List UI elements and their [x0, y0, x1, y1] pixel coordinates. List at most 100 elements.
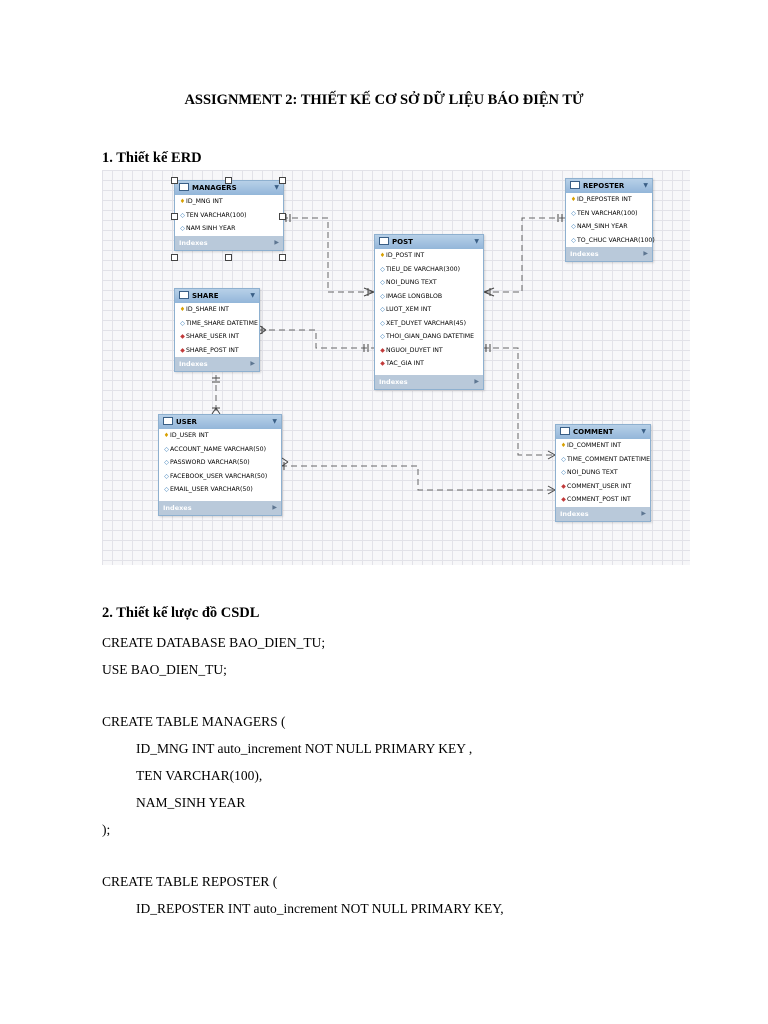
selection-handle[interactable] — [279, 254, 286, 261]
code-line: ); — [102, 822, 111, 837]
erd-column: ◇PASSWORD VARCHAR(50) — [159, 456, 281, 470]
code-line: USE BAO_DIEN_TU; — [102, 662, 227, 677]
column-icon: ◇ — [380, 333, 385, 340]
indexes-bar[interactable]: Indexes▶ — [375, 374, 483, 389]
erd-column: ◇LUOT_XEM INT — [375, 303, 483, 317]
erd-table-user[interactable]: USER▼ ♦ID_USER INT ◇ACCOUNT_NAME VARCHAR… — [158, 414, 282, 516]
erd-column: ♦ID_COMMENT INT — [556, 439, 650, 453]
indexes-bar[interactable]: Indexes▶ — [159, 500, 281, 515]
indexes-bar[interactable]: Indexes▶ — [175, 357, 259, 371]
table-icon — [163, 417, 173, 425]
erd-column: ♦ID_SHARE INT — [175, 303, 259, 317]
relation-post-comment — [483, 347, 555, 456]
code-line: CREATE TABLE REPOSTER ( — [102, 874, 278, 889]
column-icon: ◇ — [164, 486, 169, 493]
erd-column: ◆NGUOI_DUYET INT — [375, 344, 483, 358]
erd-column: ◇IMAGE LONGBLOB — [375, 290, 483, 304]
column-icon: ◇ — [164, 459, 169, 466]
erd-column: ◇FACEBOOK_USER VARCHAR(50) — [159, 470, 281, 484]
code-line: ID_MNG INT auto_increment NOT NULL PRIMA… — [136, 741, 473, 756]
selection-handle[interactable] — [225, 177, 232, 184]
column-icon: ◇ — [380, 265, 385, 273]
table-icon — [379, 237, 389, 245]
collapse-arrow-icon[interactable]: ▼ — [641, 428, 646, 435]
primary-key-icon: ♦ — [560, 442, 567, 449]
column-icon: ◇ — [180, 225, 185, 232]
erd-column: ◇NAM SINH YEAR — [175, 222, 283, 236]
erd-column: ◆SHARE_POST INT — [175, 344, 259, 358]
selection-handle[interactable] — [279, 177, 286, 184]
erd-diagram: MANAGERS▼ ♦ID_MNG INT ◇TEN VARCHAR(100) … — [102, 170, 690, 565]
primary-key-icon: ♦ — [163, 432, 170, 439]
code-line: CREATE DATABASE BAO_DIEN_TU; — [102, 635, 326, 650]
primary-key-icon: ♦ — [179, 198, 186, 205]
erd-column: ◆COMMENT_USER INT — [556, 480, 650, 494]
indexes-bar[interactable]: Indexes▶ — [175, 235, 283, 250]
primary-key-icon: ♦ — [179, 306, 186, 313]
foreign-key-icon: ◆ — [180, 333, 185, 340]
foreign-key-icon: ◆ — [380, 360, 385, 367]
erd-column: ◇THOI_GIAN_DANG DATETIME — [375, 330, 483, 344]
erd-table-header: USER▼ — [159, 415, 281, 429]
column-icon: ◇ — [164, 472, 169, 480]
column-icon: ◇ — [571, 223, 576, 230]
erd-column: ◇TIME_SHARE DATETIME — [175, 317, 259, 331]
code-line: TEN VARCHAR(100), — [136, 768, 263, 783]
section-heading-schema: 2. Thiết kế lược đồ CSDL — [102, 605, 260, 621]
primary-key-icon: ♦ — [379, 252, 386, 259]
erd-column: ◇TIME_COMMENT DATETIME — [556, 453, 650, 467]
erd-table-managers[interactable]: MANAGERS▼ ♦ID_MNG INT ◇TEN VARCHAR(100) … — [174, 180, 284, 251]
erd-column: ♦ID_REPOSTER INT — [566, 193, 652, 207]
erd-column: ♦ID_POST INT — [375, 249, 483, 263]
collapse-arrow-icon[interactable]: ▼ — [474, 238, 479, 245]
relation-reposter-post — [483, 217, 565, 293]
indexes-bar[interactable]: Indexes▶ — [556, 506, 650, 521]
collapse-arrow-icon[interactable]: ▼ — [643, 182, 648, 189]
erd-column: ♦ID_USER INT — [159, 429, 281, 443]
erd-column: ◇TEN VARCHAR(100) — [175, 209, 283, 223]
column-icon: ◇ — [571, 236, 576, 244]
erd-relationship-lines — [211, 214, 565, 495]
erd-column: ◆TAC_GIA INT — [375, 357, 483, 371]
erd-column: ◇XET_DUYET VARCHAR(45) — [375, 317, 483, 331]
primary-key-icon: ♦ — [570, 196, 577, 203]
expand-arrow-icon: ▶ — [250, 360, 255, 367]
erd-column: ◇TO_CHUC VARCHAR(100) — [566, 234, 655, 248]
column-icon: ◇ — [180, 211, 185, 219]
erd-table-share[interactable]: SHARE▼ ♦ID_SHARE INT ◇TIME_SHARE DATETIM… — [174, 288, 260, 372]
foreign-key-icon: ◆ — [180, 346, 185, 354]
indexes-bar[interactable]: Indexes▶ — [566, 247, 652, 261]
expand-arrow-icon: ▶ — [641, 509, 646, 517]
document-title: ASSIGNMENT 2: THIẾT KẾ CƠ SỞ DỮ LIỆU BÁO… — [184, 92, 584, 108]
erd-table-header: POST▼ — [375, 235, 483, 249]
erd-column: ◆COMMENT_POST INT — [556, 493, 650, 507]
code-line: NAM_SINH YEAR — [136, 795, 246, 810]
erd-table-header: MANAGERS▼ — [175, 181, 283, 195]
column-icon: ◇ — [164, 445, 169, 453]
expand-arrow-icon: ▶ — [643, 250, 648, 257]
selection-handle[interactable] — [171, 213, 178, 220]
selection-handle[interactable] — [171, 254, 178, 261]
relation-share-post — [259, 329, 374, 349]
collapse-arrow-icon[interactable]: ▼ — [272, 418, 277, 425]
erd-table-comment[interactable]: COMMENT▼ ♦ID_COMMENT INT ◇TIME_COMMENT D… — [555, 424, 651, 522]
expand-arrow-icon: ▶ — [272, 503, 277, 511]
selection-handle[interactable] — [171, 177, 178, 184]
selection-handle[interactable] — [279, 213, 286, 220]
relation-user-comment — [281, 465, 555, 491]
erd-table-post[interactable]: POST▼ ♦ID_POST INT ◇TIEU_DE VARCHAR(300)… — [374, 234, 484, 390]
relation-managers-post — [282, 217, 374, 293]
table-icon — [179, 291, 189, 299]
erd-column: ◇NOI_DUNG TEXT — [556, 466, 650, 480]
selection-handle[interactable] — [225, 254, 232, 261]
erd-column: ◇ACCOUNT_NAME VARCHAR(50) — [159, 443, 281, 457]
erd-table-reposter[interactable]: REPOSTER▼ ♦ID_REPOSTER INT ◇TEN VARCHAR(… — [565, 178, 655, 262]
collapse-arrow-icon[interactable]: ▼ — [250, 292, 255, 299]
erd-column: ◆SHARE_USER INT — [175, 330, 259, 344]
foreign-key-icon: ◆ — [561, 482, 566, 490]
erd-column: ◇TEN VARCHAR(100) — [566, 207, 652, 221]
column-icon: ◇ — [561, 455, 566, 463]
foreign-key-icon: ◆ — [380, 346, 385, 354]
foreign-key-icon: ◆ — [561, 496, 566, 503]
collapse-arrow-icon[interactable]: ▼ — [274, 184, 279, 191]
